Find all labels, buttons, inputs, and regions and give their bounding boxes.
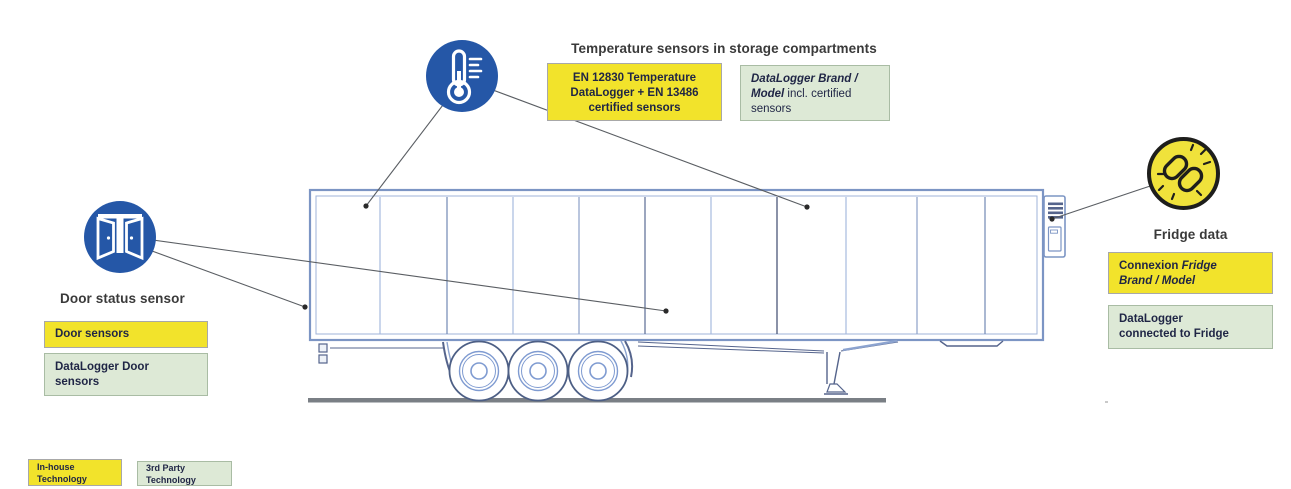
legend-inhouse-line: In-house xyxy=(37,462,75,472)
door-heading: Door status sensor xyxy=(60,291,185,306)
landing-gear xyxy=(637,339,899,395)
fridge-thirdparty-box: DataLogger connected to Fridge xyxy=(1108,305,1273,349)
connector-dot xyxy=(363,203,369,209)
fridge-thirdparty-line: DataLogger xyxy=(1119,313,1183,325)
connector-temp-right xyxy=(465,79,808,208)
door-thirdparty-line: DataLogger Door xyxy=(55,361,149,373)
connector-dot xyxy=(302,304,308,310)
fridge-heading: Fridge data xyxy=(1153,227,1228,242)
temp-inhouse-line: DataLogger + EN 13486 xyxy=(570,87,699,100)
connector-dot xyxy=(1049,216,1055,222)
fridge-inhouse-prefix: Connexion xyxy=(1119,260,1182,272)
temp-heading: Temperature sensors in storage compartme… xyxy=(571,41,877,56)
thermometer-icon xyxy=(426,40,498,112)
connector-door-right xyxy=(123,235,667,312)
open-doors-icon xyxy=(84,201,156,273)
connector-dot xyxy=(804,204,810,210)
wheels xyxy=(448,340,629,402)
connector-dots xyxy=(302,203,1055,314)
fridge-unit xyxy=(1043,195,1066,258)
temp-thirdparty-box: DataLogger Brand / Model incl. certified… xyxy=(740,65,890,121)
temp-thirdparty-rest: sensors xyxy=(751,103,792,116)
temp-inhouse-box: EN 12830 Temperature DataLogger + EN 134… xyxy=(547,63,722,121)
front-bracket xyxy=(318,343,444,364)
connector-dot xyxy=(663,308,669,314)
door-thirdparty-box: DataLogger Door sensors xyxy=(44,353,208,396)
temp-thirdparty-emphasis: DataLogger Brand / xyxy=(751,73,858,85)
temp-thirdparty-rest: incl. certified xyxy=(784,88,852,101)
thermometer-glyph xyxy=(446,49,483,105)
wheel xyxy=(448,340,510,402)
stray-mark xyxy=(1105,401,1108,403)
chain-link-glyph xyxy=(1156,143,1212,201)
wheel xyxy=(507,340,569,402)
rear-step xyxy=(939,340,1004,347)
wheel xyxy=(567,340,629,402)
legend-inhouse: In-house Technology xyxy=(28,459,122,486)
legend-thirdparty: 3rd Party Technology xyxy=(137,461,232,486)
door-inhouse-box: Door sensors xyxy=(44,321,208,348)
fridge-inhouse-emphasis: Brand / Model xyxy=(1119,275,1196,288)
chain-link-icon xyxy=(1147,137,1220,210)
fridge-inhouse-box: Connexion Fridge Brand / Model xyxy=(1108,252,1273,294)
temp-inhouse-line: EN 12830 Temperature xyxy=(572,72,697,84)
legend-inhouse-line: Technology xyxy=(37,473,87,484)
temp-thirdparty-emphasis: Model xyxy=(751,88,785,101)
temp-inhouse-line: certified sensors xyxy=(588,102,681,115)
legend-thirdparty-line: Technology xyxy=(146,474,196,485)
open-doors-glyph xyxy=(96,214,144,261)
compartment-dividers xyxy=(379,197,986,334)
fridge-thirdparty-line: connected to Fridge xyxy=(1119,328,1229,341)
fridge-inhouse-emphasis: Fridge xyxy=(1181,260,1217,272)
door-thirdparty-line: sensors xyxy=(55,376,100,389)
trailer-body xyxy=(308,188,1045,342)
legend-thirdparty-line: 3rd Party xyxy=(146,463,186,473)
